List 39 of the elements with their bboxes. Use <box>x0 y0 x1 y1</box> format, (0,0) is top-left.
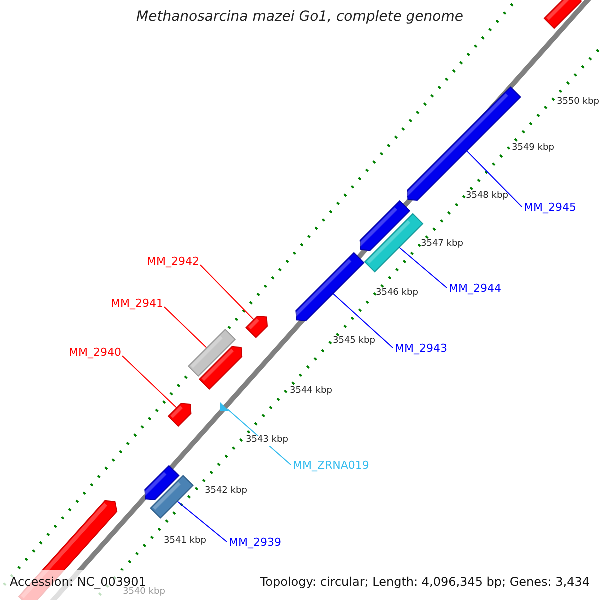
rna-marker <box>220 402 229 411</box>
gene-label: MM_2945 <box>524 202 576 214</box>
gene-feature <box>168 403 192 428</box>
leader-line <box>200 264 255 320</box>
gene-label: MM_2943 <box>395 343 448 356</box>
gene-label: MM_ZRNA019 <box>293 460 370 472</box>
leader-line <box>398 247 448 288</box>
leader-line <box>164 306 208 349</box>
leader-line <box>122 356 178 409</box>
scale-tick-label: 3542 kbp <box>205 487 248 497</box>
scale-tick-label: 3544 kbp <box>290 387 332 397</box>
gene-feature <box>198 346 243 390</box>
scale-tick-label: 3543 kbp <box>246 436 288 446</box>
gene-label: MM_2941 <box>111 298 164 310</box>
gene-label: MM_2939 <box>229 537 282 550</box>
gene-feature <box>358 200 411 252</box>
scale-tick-label: 3549 kbp <box>512 144 554 154</box>
title: Methanosarcina mazei Go1, complete genome <box>136 10 464 26</box>
gene-label: MM_2944 <box>449 283 502 296</box>
genome-summary-text: Topology: circular; Length: 4,096,345 bp; Genes: 3,434 <box>260 576 590 590</box>
scale-tick-label: 3541 kbp <box>164 537 206 547</box>
leader-line <box>176 500 228 542</box>
gene-feature <box>294 252 365 322</box>
gene-feature <box>246 316 268 338</box>
gene-feature <box>188 328 236 378</box>
gene-feature <box>544 0 582 30</box>
gene-feature <box>150 475 194 519</box>
scale-tick-label: 3545 kbp <box>333 337 376 347</box>
scale-tick-label: 3548 kbp <box>466 192 508 202</box>
gene-feature <box>143 465 180 500</box>
scale-tick-label: 3547 kbp <box>421 240 464 250</box>
leader-line <box>332 293 394 348</box>
accession-text: Accession: NC_003901 <box>10 576 146 589</box>
leader-line <box>466 150 522 208</box>
gene-label: MM_2942 <box>147 256 200 268</box>
scale-tick-label: 3550 kbp <box>557 98 600 108</box>
scale-tick-label: 3540 kbp <box>123 588 166 598</box>
gene-label: MM_2940 <box>69 347 122 360</box>
scale-tick-label: 3546 kbp <box>376 289 418 299</box>
